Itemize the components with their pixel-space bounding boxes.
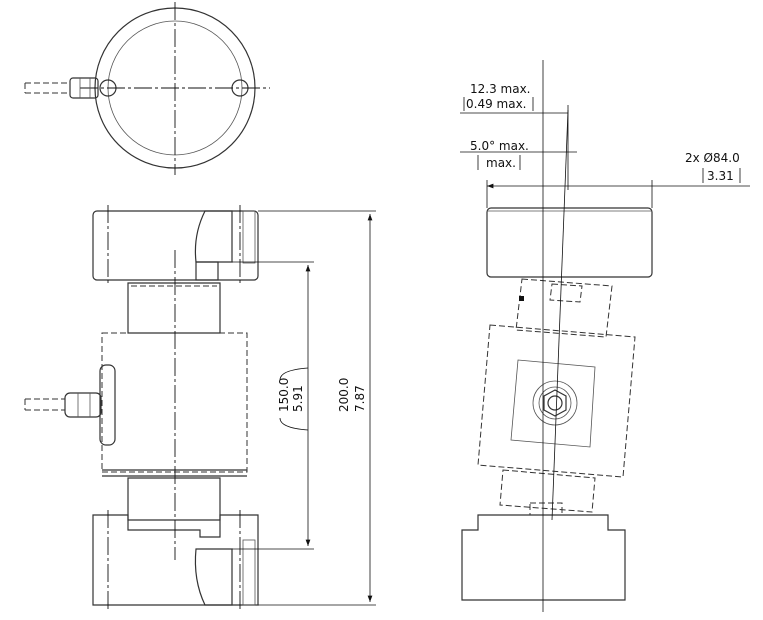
dim-offset-mm: 12.3 max. <box>470 82 531 96</box>
dim-200-inch: 7.87 <box>353 385 367 412</box>
dim-150-mm: 150.0 <box>277 378 291 412</box>
dim-diameter-mm: 2x Ø84.0 <box>685 151 740 165</box>
dim-150-inch: 5.91 <box>291 385 305 412</box>
dim-diameter-inch: 3.31 <box>707 169 734 183</box>
front-view: 150.0 5.91 200.0 7.87 <box>24 205 376 610</box>
side-view: 12.3 max. 0.49 max. 5.0° max. max. 2x Ø8… <box>460 60 750 612</box>
dim-tilt-bracket: max. <box>486 156 516 170</box>
dim-200-mm: 200.0 <box>337 378 351 412</box>
dim-tilt-deg: 5.0° max. <box>470 139 529 153</box>
top-view <box>24 2 270 175</box>
dim-offset-inch: 0.49 max. <box>466 97 527 111</box>
